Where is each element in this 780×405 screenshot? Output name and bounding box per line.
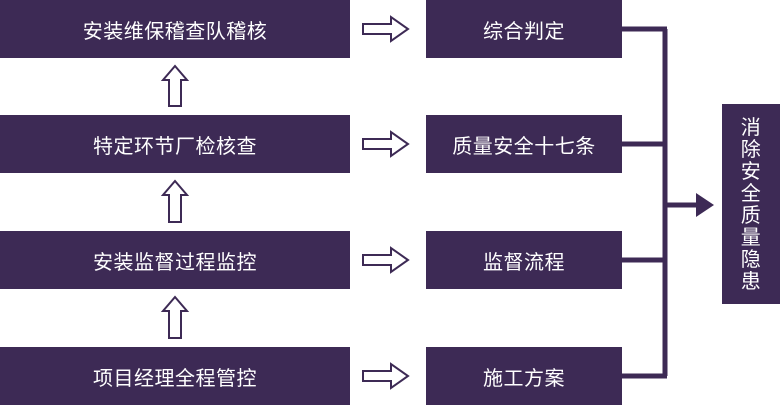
result-char: 质 xyxy=(740,203,762,227)
middle-item-4: 施工方案 xyxy=(426,347,622,405)
result-char: 患 xyxy=(740,269,762,293)
result-char: 安 xyxy=(740,159,762,183)
left-step-3: 安装监督过程监控 xyxy=(0,231,350,289)
up-arrow-icon xyxy=(160,295,190,339)
right-arrow-icon xyxy=(362,15,410,43)
right-arrow-icon xyxy=(362,130,410,158)
right-arrow-icon xyxy=(362,246,410,274)
middle-item-1: 综合判定 xyxy=(426,0,622,58)
middle-item-3: 监督流程 xyxy=(426,231,622,289)
result-char: 消 xyxy=(740,115,762,139)
up-arrow-icon xyxy=(160,179,190,223)
result-char: 全 xyxy=(740,181,762,205)
left-step-1: 安装维保稽查队稽核 xyxy=(0,0,350,58)
result-char: 量 xyxy=(740,225,762,249)
left-step-4: 项目经理全程管控 xyxy=(0,347,350,405)
left-step-2: 特定环节厂检核查 xyxy=(0,115,350,173)
result-char: 除 xyxy=(740,137,762,161)
right-arrow-icon xyxy=(362,362,410,390)
middle-item-2: 质量安全十七条 xyxy=(426,115,622,173)
result-char: 隐 xyxy=(740,247,762,271)
up-arrow-icon xyxy=(160,64,190,107)
arrowhead-icon xyxy=(696,193,714,217)
result-box: 消除安全质量隐患 xyxy=(722,104,780,304)
